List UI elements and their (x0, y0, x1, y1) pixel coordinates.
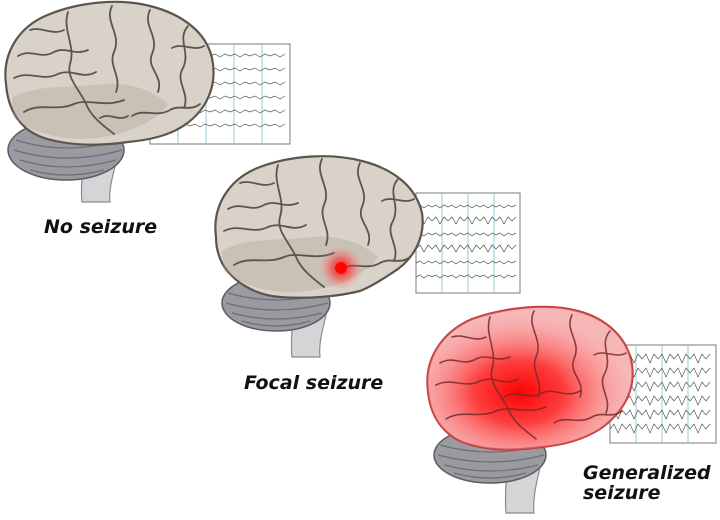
caption-no-seizure: No seizure (44, 217, 157, 237)
caption-focal-seizure: Focal seizure (244, 373, 383, 393)
caption-generalized-seizure: Generalized seizure (583, 463, 711, 503)
brain-illustration (4, 0, 291, 203)
eeg-recording (415, 192, 521, 294)
cerebrum (214, 155, 424, 299)
panel-generalized-seizure: Generalized seizure (420, 305, 720, 518)
panel-focal-seizure: Focal seizure (210, 155, 521, 400)
cerebrum (4, 0, 215, 146)
caption-line-1: Generalized (583, 462, 711, 484)
brain-illustration (214, 155, 521, 358)
caption-text: No seizure (44, 216, 158, 238)
caption-line-2: seizure (583, 482, 661, 504)
seizure-focus (319, 246, 363, 290)
panel-no-seizure: No seizure (0, 0, 300, 250)
caption-text: Focal seizure (244, 372, 384, 394)
cerebrum (426, 305, 634, 451)
brain-illustration (426, 305, 717, 514)
